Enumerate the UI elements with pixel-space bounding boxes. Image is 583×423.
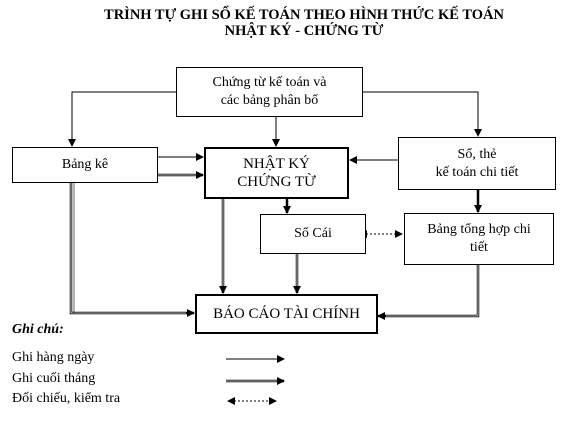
box-bao-cao: BÁO CÁO TÀI CHÍNH xyxy=(195,294,378,334)
diagram-title-line-1: TRÌNH TỰ GHI SỔ KẾ TOÁN THEO HÌNH THỨC K… xyxy=(104,7,504,23)
box-nhat-ky-line-1: NHẬT KÝ xyxy=(243,156,310,172)
arrow-chungtu-to-sothe xyxy=(363,91,482,137)
box-so-cai: Sổ Cái xyxy=(260,214,366,254)
legend-item-check: Đối chiếu, kiểm tra xyxy=(12,391,121,406)
box-nhat-ky-line-2: CHỨNG TỪ xyxy=(237,174,316,190)
box-chung-tu-line-2: các bảng phân bổ xyxy=(220,93,319,108)
legend-item-daily: Ghi hàng ngày xyxy=(12,350,95,365)
box-nhat-ky: NHẬT KÝ CHỨNG TỪ xyxy=(204,147,349,199)
box-bang-tong-hop-line-1: Bảng tổng hợp chi xyxy=(427,222,531,237)
box-chung-tu-line-1: Chứng từ kế toán và xyxy=(212,75,327,90)
box-bang-ke-label: Bảng kê xyxy=(61,157,109,172)
box-so-cai-label: Sổ Cái xyxy=(294,226,332,241)
box-bao-cao-label: BÁO CÁO TÀI CHÍNH xyxy=(213,306,360,322)
box-so-the-line-1: Sổ, thẻ xyxy=(457,146,497,162)
box-bang-tong-hop-line-2: tiết xyxy=(470,240,488,255)
legend-item-monthly: Ghi cuối tháng xyxy=(12,371,96,386)
arrow-chungtu-to-bangke xyxy=(68,91,176,147)
arrow-bangtonghop-to-baocao xyxy=(377,265,480,320)
box-so-the: Sổ, thẻ kế toán chi tiết xyxy=(398,137,556,190)
box-chung-tu: Chứng từ kế toán và các bảng phân bổ xyxy=(176,67,363,117)
legend-title: Ghi chú: xyxy=(12,322,64,337)
box-so-the-line-2: kế toán chi tiết xyxy=(435,164,519,180)
diagram-title-line-2: NHẬT KÝ - CHỨNG TỪ xyxy=(224,23,384,39)
box-bang-tong-hop: Bảng tổng hợp chi tiết xyxy=(404,213,554,265)
box-bang-ke: Bảng kê xyxy=(12,147,158,183)
arrow-bangke-to-baocao xyxy=(69,183,195,317)
